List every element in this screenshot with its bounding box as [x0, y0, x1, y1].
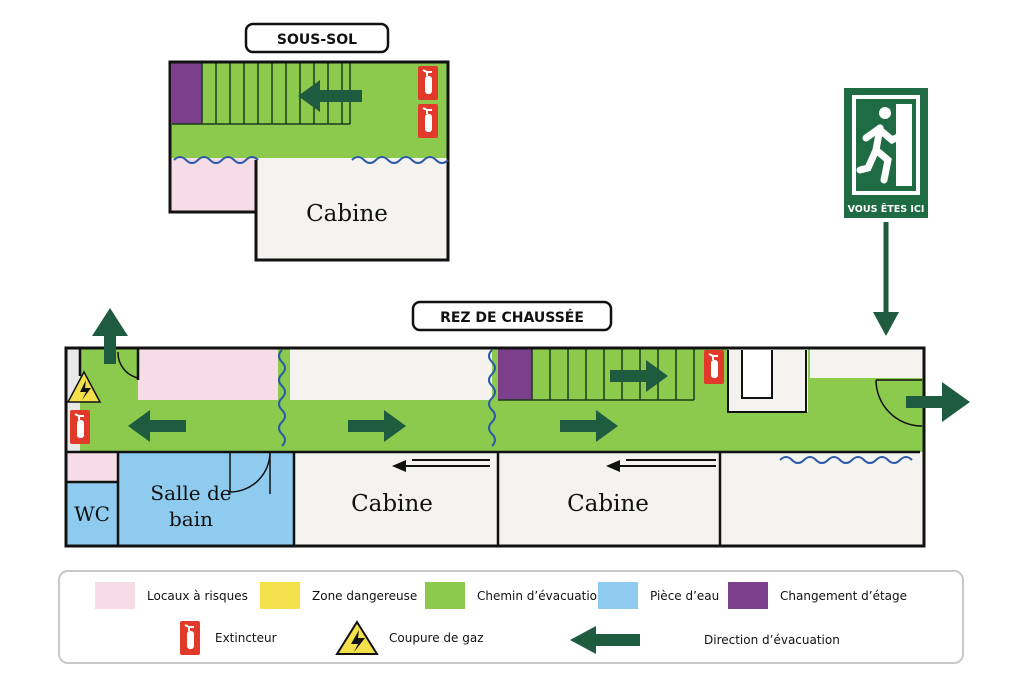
fire-extinguisher-icon: [417, 103, 439, 139]
cabin-1-label: Cabine: [351, 491, 433, 517]
legend-evac-path: Chemin d’évacuation: [425, 582, 605, 609]
running-man-exit-icon: [856, 107, 904, 184]
fire-extinguisher-icon: [417, 65, 439, 101]
legend: [58, 570, 964, 664]
basement-title: SOUS-SOL: [277, 32, 357, 48]
legend-evac-direction: Direction d’évacuation: [568, 625, 840, 655]
evac-swatch: [425, 582, 465, 609]
danger-swatch: [260, 582, 300, 609]
legend-gas-label: Coupure de gaz: [389, 631, 484, 645]
legend-extinguisher: Extincteur: [175, 620, 277, 656]
legend-water-room: Pièce d’eau: [598, 582, 719, 609]
basement-floor: Cabine: [168, 60, 450, 262]
legend-risk-label: Locaux à risques: [147, 588, 248, 603]
legend-direction-label: Direction d’évacuation: [704, 633, 840, 647]
gas-warning-icon: [335, 620, 379, 655]
you-are-here-sign: VOUS ÊTES ICI: [844, 88, 928, 336]
legend-floor-change: Changement d’étage: [728, 582, 907, 609]
basement-cabin-label: Cabine: [306, 201, 388, 227]
stairs-swatch: [728, 582, 768, 609]
evacuation-arrow-icon: [570, 626, 640, 654]
evacuation-arrow-icon: [92, 308, 970, 442]
you-are-here-label: VOUS ÊTES ICI: [848, 203, 925, 215]
fire-extinguisher-icon: [703, 349, 725, 385]
water-swatch: [598, 582, 638, 609]
legend-danger-zone: Zone dangereuse: [260, 582, 417, 609]
legend-water-label: Pièce d’eau: [650, 588, 720, 603]
fire-extinguisher-icon: [180, 621, 200, 655]
gas-warning-icon: [66, 370, 102, 403]
ground-floor: WC Salle de bain Cabine Cabine: [64, 308, 970, 548]
legend-extinguisher-label: Extincteur: [215, 631, 277, 645]
risk-swatch: [95, 582, 135, 609]
cabin-2-label: Cabine: [567, 491, 649, 517]
bathroom-label-line1: Salle de: [150, 481, 231, 505]
fire-extinguisher-icon: [69, 409, 91, 445]
legend-danger-label: Zone dangereuse: [312, 588, 418, 603]
legend-evac-label: Chemin d’évacuation: [477, 588, 605, 603]
legend-floor-change-label: Changement d’étage: [780, 588, 908, 603]
basement-title-badge: SOUS-SOL: [244, 22, 390, 54]
ground-title: REZ DE CHAUSSÉE: [440, 309, 584, 326]
legend-gas-cutoff: Coupure de gaz: [335, 620, 484, 656]
bathroom-label-line2: bain: [169, 507, 213, 531]
wc-label: WC: [74, 502, 110, 526]
legend-risk-areas: Locaux à risques: [95, 582, 248, 609]
ground-title-badge: REZ DE CHAUSSÉE: [411, 300, 613, 332]
evacuation-arrow-icon: [298, 80, 362, 112]
